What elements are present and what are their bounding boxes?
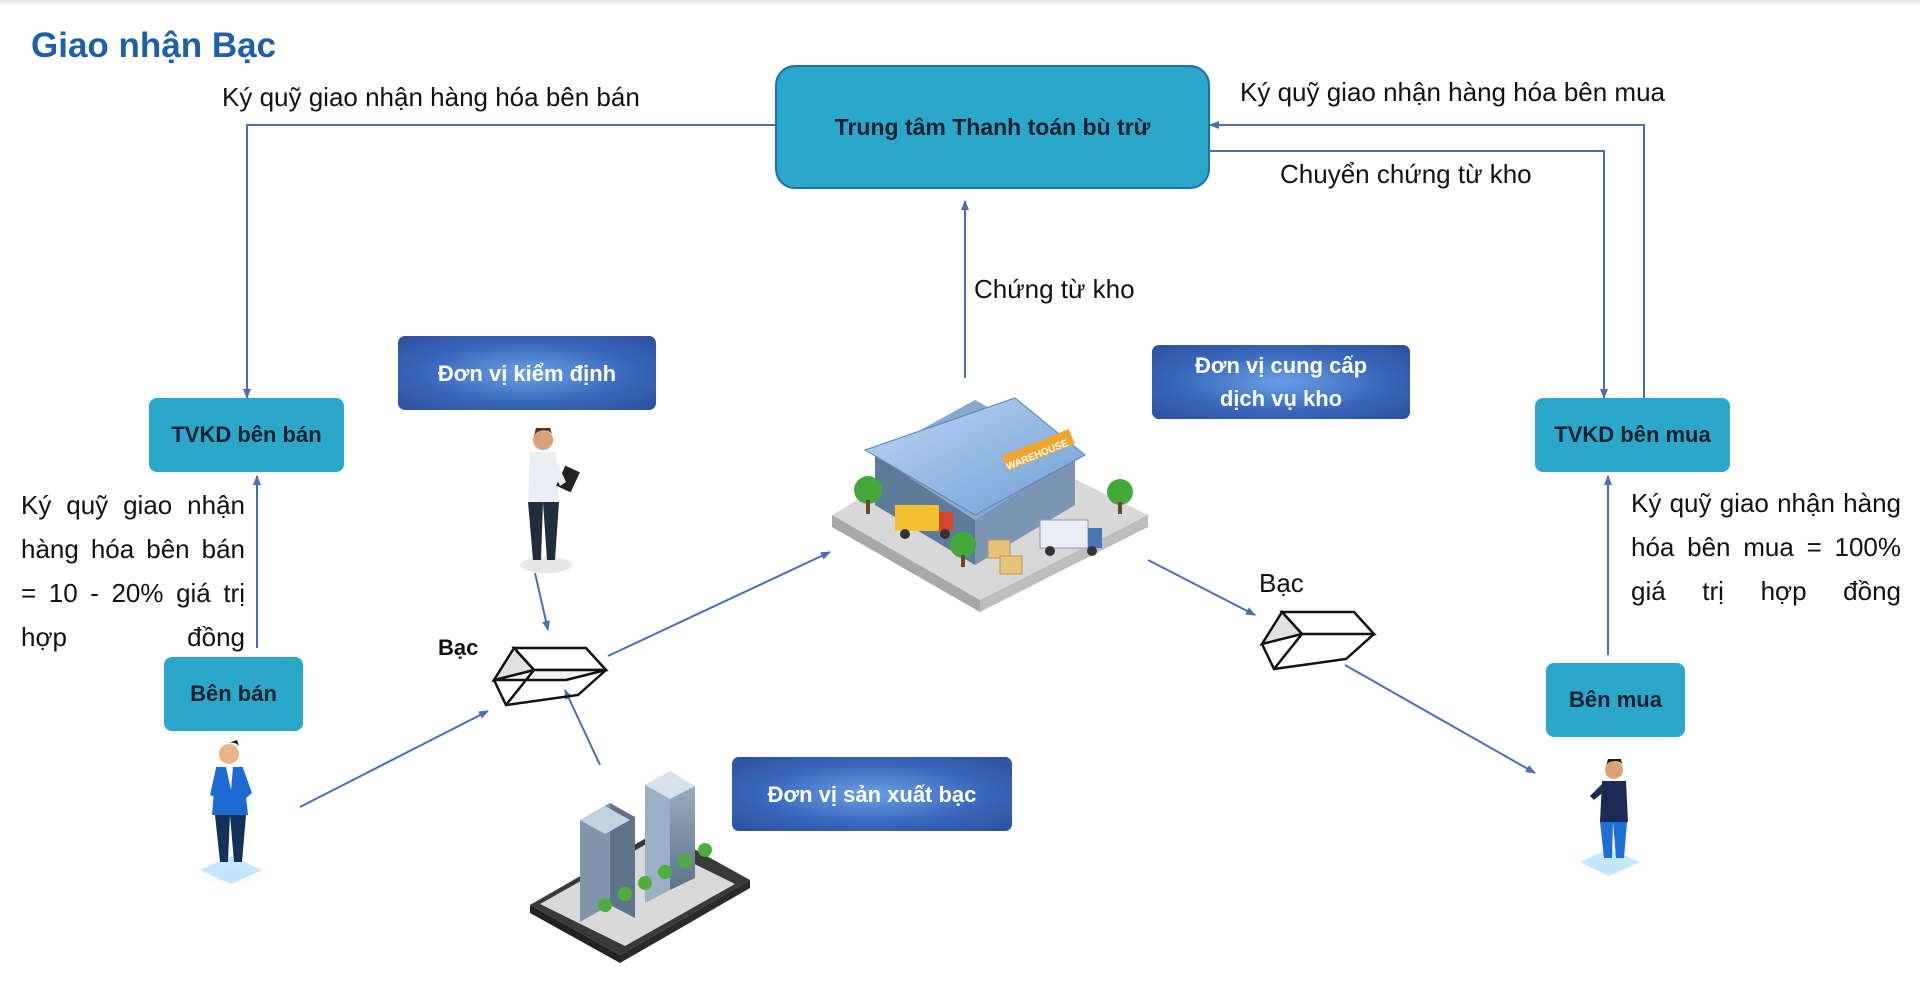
seller-margin-top-label: Ký quỹ giao nhận hàng hóa bên bán <box>222 82 640 112</box>
tvkd-buyer-label: TVKD bên mua <box>1554 422 1711 447</box>
person-seller-icon <box>193 740 269 889</box>
clearing-center-box: Trung tâm Thanh toán bù trừ <box>775 65 1210 189</box>
seller-box: Bên bán <box>164 657 303 731</box>
arrow-seller-to-silver <box>299 710 489 808</box>
buyer-box: Bên mua <box>1546 663 1685 737</box>
tvkd-seller-label: TVKD bên bán <box>171 422 322 447</box>
arrow-center-to-tvkd-seller <box>243 124 775 399</box>
tvkd-buyer-box: TVKD bên mua <box>1535 398 1730 472</box>
tvkd-seller-box: TVKD bên bán <box>149 398 344 472</box>
warehouse-icon: WAREHOUSE <box>832 397 1148 612</box>
clearing-center-label: Trung tâm Thanh toán bù trừ <box>834 113 1151 140</box>
seller-label: Bên bán <box>190 681 277 706</box>
buyer-label: Bên mua <box>1569 687 1662 712</box>
factory-buildings-icon <box>530 771 750 963</box>
inspector-label: Đơn vị kiểm định <box>437 360 617 386</box>
top-shadow-bar <box>0 0 1920 6</box>
inspector-box: Đơn vị kiểm định <box>398 336 656 410</box>
person-buyer-icon <box>1573 759 1645 878</box>
seller-margin-rule-text: Ký quỹ giao nhận hàng hóa bên bán = 10 -… <box>21 490 245 652</box>
producer-label: Đơn vị sản xuất bạc <box>767 781 977 807</box>
arrow-warehouse-to-silver <box>1147 559 1256 616</box>
silver-bar-icon <box>491 645 609 707</box>
silver-bar-right-icon <box>1259 609 1377 671</box>
person-inspector-icon <box>520 428 580 573</box>
warehouse-provider-box: Đơn vị cung cấp dịch vụ kho <box>1152 345 1410 419</box>
page-title: Giao nhận Bạc <box>31 26 277 65</box>
silver-right-label: Bạc <box>1259 568 1304 598</box>
buyer-margin-top-label: Ký quỹ giao nhận hàng hóa bên mua <box>1240 77 1666 107</box>
arrow-producer-to-silver <box>564 689 601 766</box>
arrow-inspector-to-silver <box>534 572 550 631</box>
arrow-silver-to-buyer <box>1344 664 1536 774</box>
warehouse-provider-label: Đơn vị cung cấp dịch vụ kho <box>1194 353 1368 411</box>
silver-left-label: Bạc <box>438 635 479 660</box>
arrow-silver-to-warehouse <box>607 551 831 657</box>
producer-box: Đơn vị sản xuất bạc <box>732 757 1012 831</box>
warehouse-receipt-label: Chứng từ kho <box>974 274 1135 304</box>
arrow-center-to-tvkd-buyer <box>1210 150 1608 399</box>
arrow-tvkd-buyer-to-center <box>1209 121 1645 398</box>
transfer-receipt-label: Chuyển chứng từ kho <box>1280 159 1532 189</box>
buyer-margin-rule-text: Ký quỹ giao nhận hàng hóa bên mua = 100%… <box>1631 488 1901 606</box>
